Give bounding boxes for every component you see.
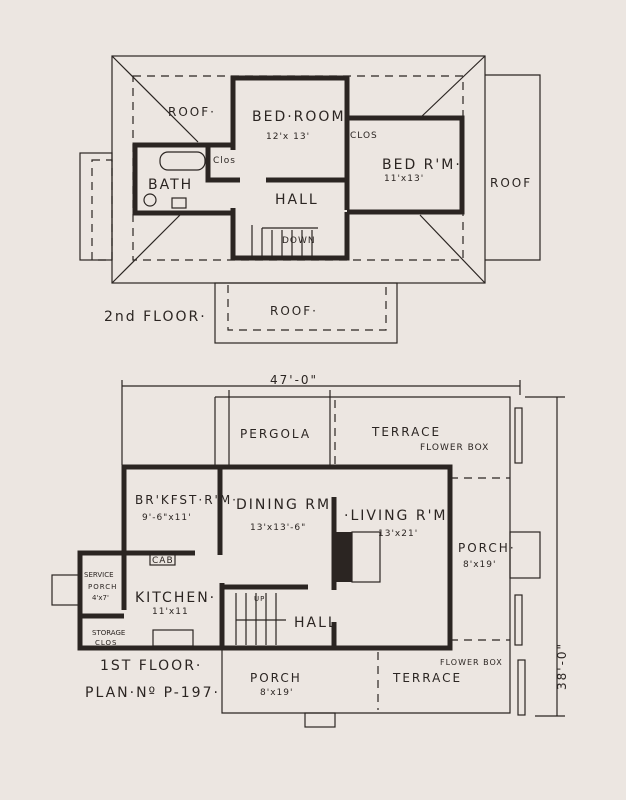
fireplace	[336, 532, 352, 582]
first-floor-title: 1ST FLOOR·	[100, 658, 202, 674]
breakfast-room-size: 9'-6"x11'	[142, 513, 192, 523]
service-porch-label: PORCH	[88, 583, 117, 591]
cabinet-label: CAB	[152, 556, 174, 566]
kitchen-size: 11'x11	[152, 607, 189, 617]
sink	[171, 197, 187, 209]
bedroom-label: BED·ROOM	[252, 109, 346, 125]
second-floor-walls	[132, 75, 465, 261]
left-roof-wing	[79, 152, 113, 261]
side-porch-size: 8'x19'	[463, 560, 496, 570]
width-dimension: 47'-0"	[270, 373, 318, 387]
stairs-down	[251, 225, 318, 258]
second-floor-plan: ROOF· BED·ROOM 12'x 13' CLOS Clos BED R'…	[79, 55, 541, 344]
bedroom-2-size: 11'x13'	[384, 174, 424, 184]
hall-label: HALL	[275, 192, 319, 208]
dining-room-size: 13'x13'-6"	[250, 523, 306, 533]
bedroom-size: 12'x 13'	[266, 132, 310, 142]
service-porch-size: 4'x7'	[92, 594, 109, 602]
sink-counter	[152, 629, 194, 647]
service-porch-label: SERVICE	[84, 571, 114, 579]
right-roof-wing	[485, 74, 541, 261]
storage-closet-label: CLOS	[95, 639, 118, 647]
flower-box-label: FLOWER BOX	[420, 443, 489, 453]
plan-number: PLAN·Nº P-197·	[85, 685, 220, 701]
living-room-size: 13'x21'	[378, 529, 418, 539]
roof-label: ROOF	[490, 176, 532, 190]
living-room-label: ·LIVING R'M·	[344, 508, 454, 524]
front-porch-size: 8'x19'	[260, 688, 293, 698]
terrace-outline	[51, 390, 541, 728]
breakfast-room-label: BR'KFST·R'M·	[135, 493, 238, 507]
terrace-label: TERRACE	[392, 671, 462, 685]
first-floor-walls	[77, 464, 453, 651]
kitchen-label: KITCHEN·	[135, 590, 216, 606]
depth-dimension: 38'-0"	[555, 642, 569, 690]
down-label: DOWN	[282, 236, 316, 246]
depth-dimension-line	[525, 396, 565, 717]
toilet	[143, 193, 157, 207]
bedroom-2-label: BED R'M·	[382, 157, 462, 173]
closet-label: CLOS	[350, 131, 378, 141]
width-dimension-line	[121, 380, 521, 465]
bath-label: BATH	[148, 177, 193, 193]
first-floor-plan: 47'-0" 38'-0"	[51, 373, 569, 728]
hall-label: HALL	[294, 615, 338, 631]
bottom-roof	[214, 282, 398, 344]
second-floor-title: 2nd FLOOR·	[104, 309, 207, 325]
up-label: UP	[254, 595, 265, 603]
terrace-label: TERRACE	[371, 425, 441, 439]
bathtub	[159, 151, 206, 171]
pergola-label: PERGOLA	[240, 427, 311, 441]
storage-closet-label: STORAGE	[92, 629, 125, 637]
stairs-up	[235, 593, 286, 645]
cabinet	[149, 552, 176, 566]
side-porch-label: PORCH·	[458, 541, 516, 555]
roof-label: ROOF·	[270, 304, 318, 318]
front-porch-label: PORCH	[250, 671, 302, 685]
flower-box-label: FLOWER BOX	[440, 658, 503, 667]
roof-label: ROOF·	[168, 105, 216, 119]
dining-room-label: DINING RM·	[236, 497, 338, 513]
closet-label: Clos	[213, 156, 236, 166]
roof-hips	[111, 55, 486, 284]
